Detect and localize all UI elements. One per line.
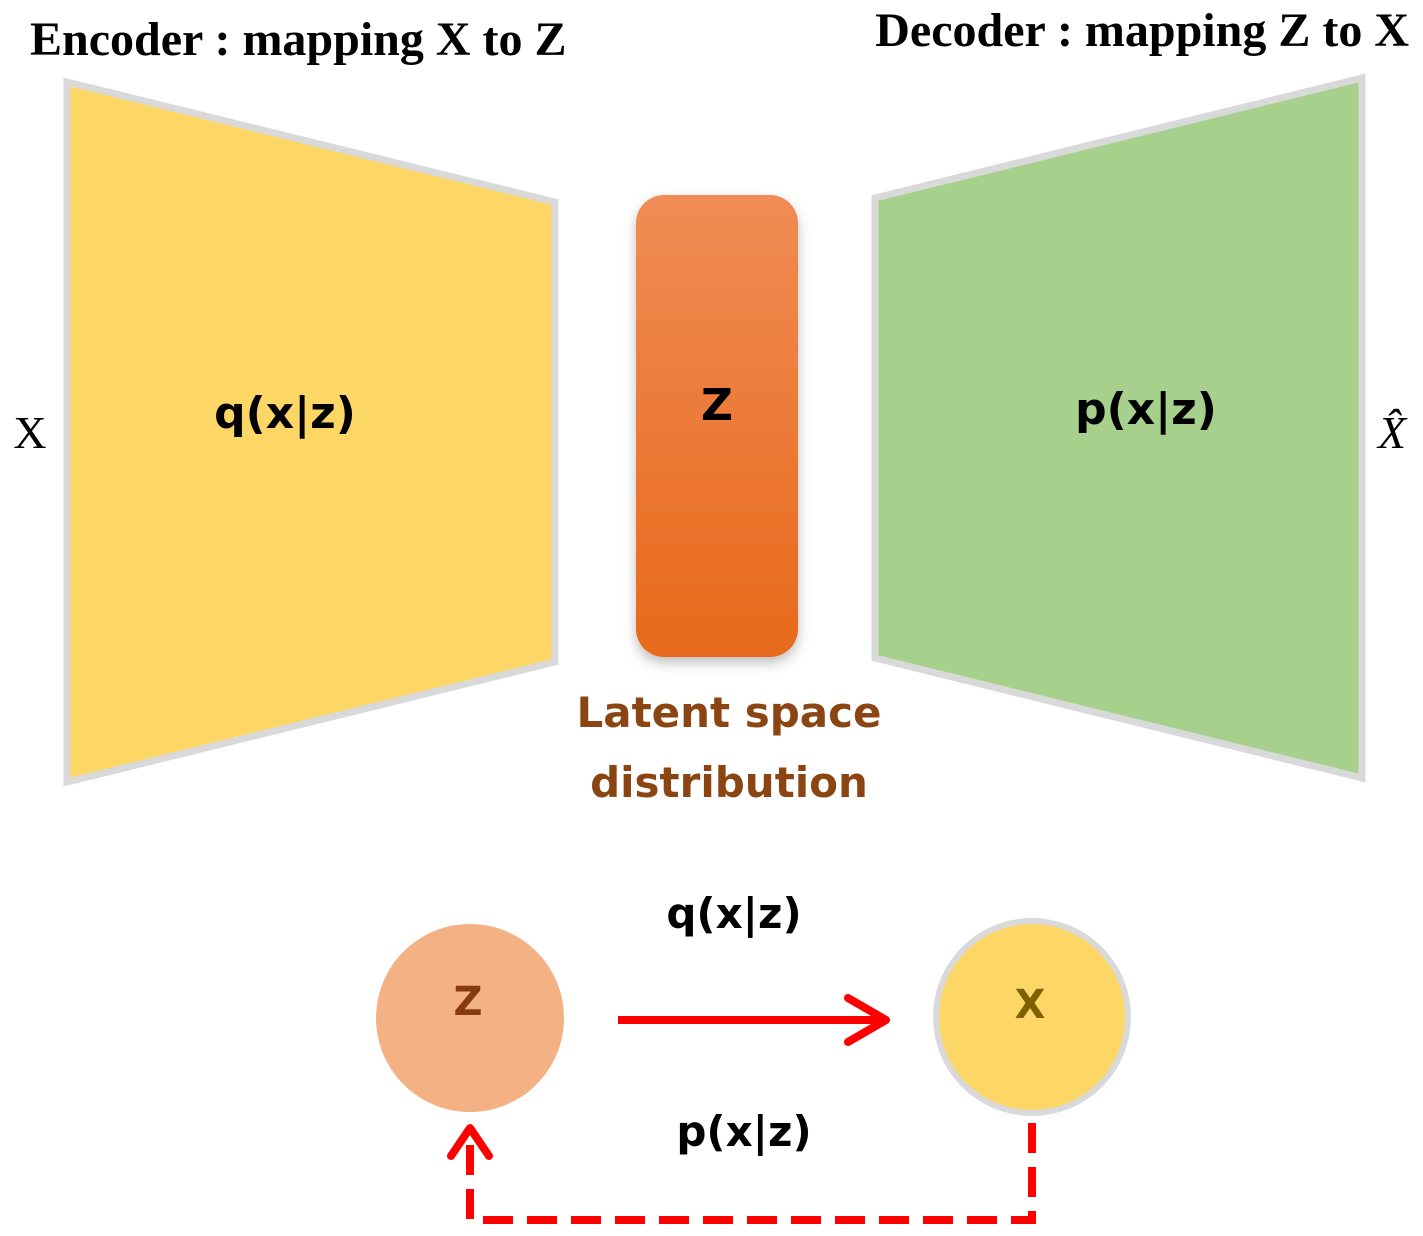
encoder-label: q(x|z) <box>214 388 356 439</box>
forward-arrow-head <box>844 994 890 1046</box>
output-x-hat-label: X̂ <box>1376 407 1408 458</box>
backward-arrow <box>447 1123 1036 1224</box>
input-x-label: X <box>13 407 46 458</box>
forward-arrow <box>618 994 890 1046</box>
latent-caption-line2: distribution <box>590 758 868 807</box>
backward-arrow-head <box>447 1124 493 1160</box>
latent-label: Z <box>701 380 733 431</box>
latent-caption-line1: Latent space <box>576 688 881 737</box>
graph-node-z <box>376 924 564 1112</box>
backward-edge-label: p(x|z) <box>676 1107 811 1156</box>
decoder-block <box>871 73 1366 783</box>
graph-node-z-label: Z <box>453 979 482 1025</box>
decoder-label: p(x|z) <box>1075 384 1217 435</box>
forward-edge-label: q(x|z) <box>666 889 801 938</box>
latent-block <box>636 195 798 657</box>
backward-arrow-path <box>466 1123 1036 1224</box>
graph-node-x <box>933 918 1131 1116</box>
decoder-title: Decoder : mapping Z to X <box>875 4 1409 57</box>
encoder-block <box>63 77 559 787</box>
encoder-title: Encoder : mapping X to Z <box>30 13 567 66</box>
graph-node-x-label: X <box>1015 982 1046 1028</box>
